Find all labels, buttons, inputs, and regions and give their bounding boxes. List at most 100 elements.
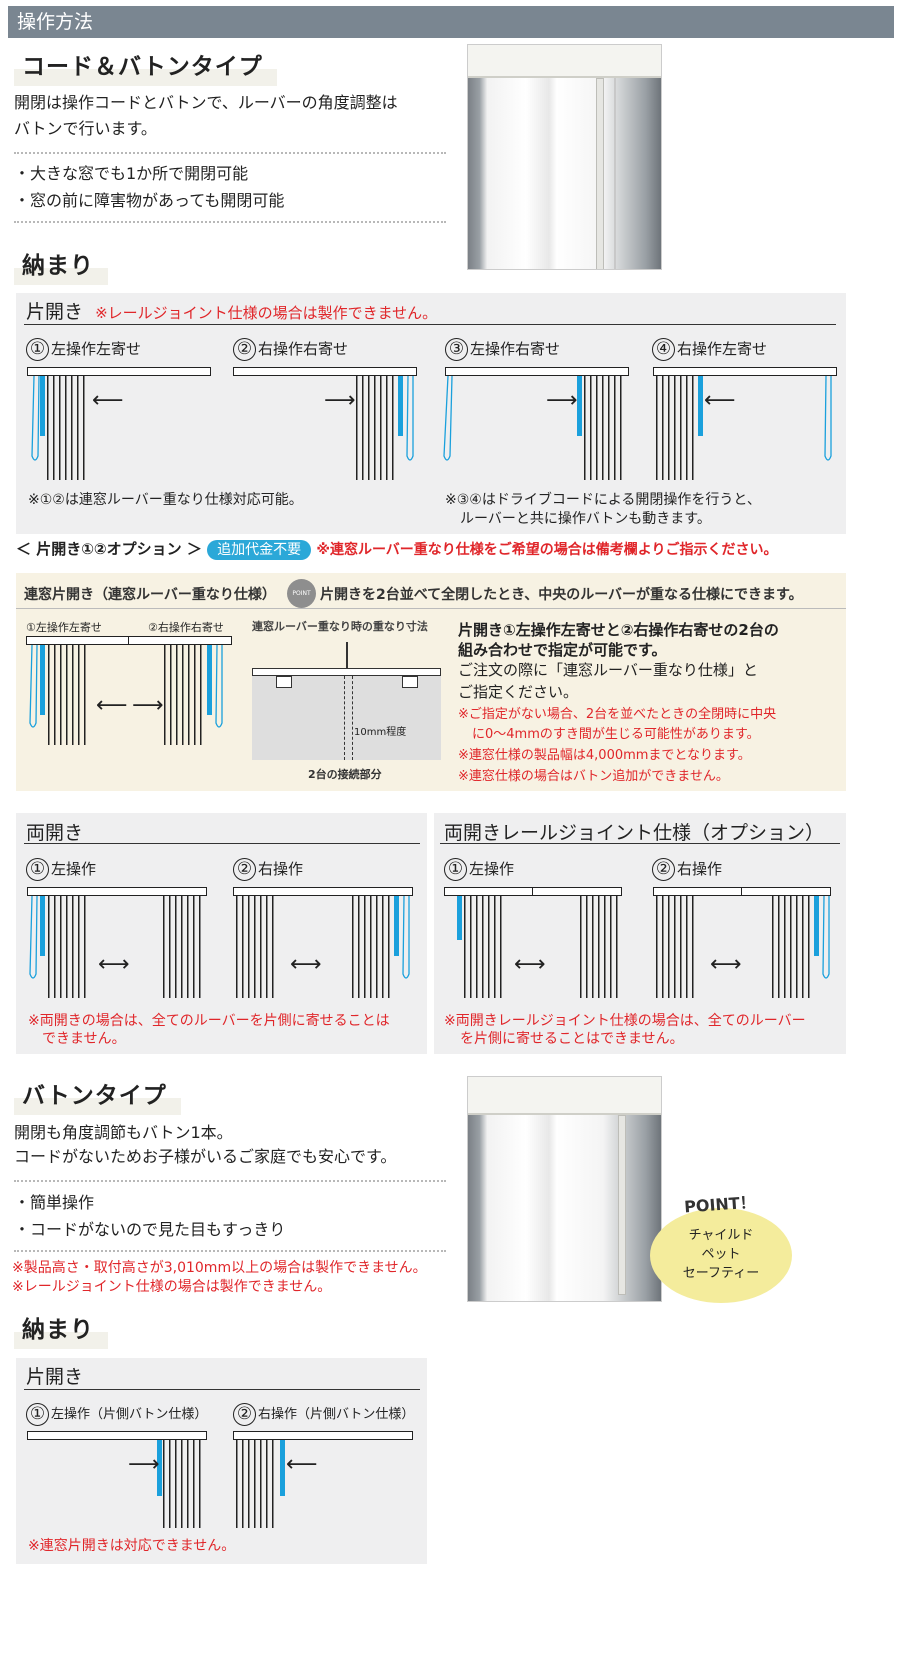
louvers: [47, 376, 89, 480]
option-red-4: ※連窓仕様の場合はバトン追加ができません。: [458, 769, 729, 784]
panel-divider: [24, 843, 420, 844]
double-joint-title: 両開きレールジョイント仕様（オプション）: [444, 822, 825, 844]
baton: [457, 896, 462, 940]
option-box-title: 連窓片開き（連窓ルーバー重なり仕様）: [24, 587, 276, 603]
baton-type-desc-1: 開閉も角度調節もバトン1本。: [14, 1123, 233, 1142]
louvers: [236, 896, 278, 998]
double-warning-1: ※両開きの場合は、全てのルーバーを片側に寄せることは: [28, 1013, 390, 1029]
rail: [532, 887, 622, 896]
bracket-line: [346, 642, 348, 668]
baton: [40, 645, 45, 715]
baton: [157, 1440, 162, 1496]
point-circle: [650, 1208, 792, 1303]
arrow-left-icon: ⟵: [92, 388, 124, 413]
baton: [814, 896, 819, 956]
point-line-3: セーフティー: [682, 1266, 760, 1281]
baton: [207, 645, 212, 715]
point-line-1: チャイルド: [688, 1228, 754, 1243]
option-desc-bold-2: 組み合わせで指定が可能です。: [458, 641, 667, 659]
rail: [233, 367, 417, 376]
arrow-left-icon: ⟵: [96, 693, 128, 718]
double-arrow-icon: ⟷: [514, 952, 546, 977]
cord: [402, 896, 410, 979]
single-open-panel-2: [16, 1358, 427, 1564]
baton-type-warning-1: ※製品高さ・取付高さが3,010mm以上の場合は製作できません。: [12, 1260, 427, 1276]
divider: [14, 152, 446, 154]
baton-type-bullet-1: ・簡単操作: [14, 1193, 95, 1212]
option-bar: ＜ 片開き①②オプション ＞ 追加代金不要 ※連窓ルーバー重なり仕様をご希望の場…: [16, 538, 778, 560]
panel-divider: [24, 324, 836, 325]
carrier: [402, 676, 418, 688]
double-open-title: 両開き: [26, 822, 84, 844]
rail: [653, 367, 837, 376]
rail: [233, 887, 413, 896]
cord: [824, 376, 832, 461]
arrow-right-icon: ⟶: [546, 388, 578, 413]
baton: [40, 896, 45, 956]
arrow-left-icon: ⟵: [704, 388, 736, 413]
cord-baton-photo: [467, 44, 662, 270]
single2-note: ※連窓片開きは対応できません。: [28, 1538, 236, 1554]
rail: [233, 1431, 413, 1440]
option-red-2: に0～4mmのすき間が生じる可能性があります。: [472, 727, 760, 742]
cord: [443, 376, 453, 461]
single-open-panel: [16, 293, 846, 534]
point-line-2: ペット: [701, 1247, 741, 1262]
louvers: [656, 896, 698, 998]
louvers: [164, 645, 206, 745]
baton: [398, 376, 403, 436]
double-joint-warning-1: ※両開きレールジョイント仕様の場合は、全てのルーバー: [444, 1013, 806, 1029]
cord: [29, 896, 38, 979]
extra-charge-pill: 追加代金不要: [207, 540, 312, 560]
option-point-text: 片開きを2台並べて全閉したとき、中央のルーバーが重なる仕様にできます。: [320, 587, 803, 603]
single-note-right-1: ※③④はドライブコードによる開閉操作を行うと、: [445, 492, 761, 508]
option-warning: ※連窓ルーバー重なり仕様をご希望の場合は備考欄よりご指示ください。: [316, 542, 778, 558]
single-open-label: 片開き: [26, 301, 84, 323]
point-badge-icon: POINT: [287, 579, 316, 608]
panel-divider: [440, 843, 840, 844]
carrier: [276, 676, 292, 688]
louvers: [584, 376, 626, 480]
option-desc-bold-1: 片開き①左操作左寄せと②右操作右寄せの2台の: [458, 621, 779, 639]
rail: [27, 367, 211, 376]
double-joint-warning-2: を片側に寄せることはできません。: [460, 1031, 684, 1047]
louvers: [352, 896, 394, 998]
single-open-warning: ※レールジョイント仕様の場合は製作できません。: [95, 304, 438, 322]
panel-divider: [24, 1389, 420, 1390]
divider: [14, 1180, 446, 1182]
osamari-title: 納まり: [14, 243, 108, 285]
cord-baton-bullet-2: ・窓の前に障害物があっても開閉可能: [14, 191, 285, 210]
arrow-left-icon: ⟵: [286, 1452, 318, 1477]
option-desc-1: ご注文の際に「連窓ルーバー重なり仕様」と: [458, 661, 758, 679]
baton: [577, 376, 582, 436]
rail: [27, 1431, 207, 1440]
cord: [29, 645, 38, 728]
cord-baton-title: コード＆バトンタイプ: [14, 44, 277, 86]
baton: [280, 1440, 285, 1496]
rail: [27, 887, 207, 896]
point-text: チャイルド ペット セーフティー: [650, 1226, 792, 1283]
overlap-diagram-title: 連窓ルーバー重なり時の重なり寸法: [252, 620, 428, 633]
double-arrow-icon: ⟷: [290, 952, 322, 977]
option-desc-2: ご指定ください。: [458, 683, 579, 701]
baton-type-photo: [467, 1076, 662, 1302]
cord: [822, 896, 830, 979]
single-open-title-2: 片開き: [26, 1366, 84, 1388]
rail: [741, 887, 831, 896]
rail: [445, 367, 629, 376]
divider: [14, 1250, 446, 1252]
baton-type-bullet-2: ・コードがないので見た目もすっきり: [14, 1220, 286, 1239]
option-left-label: ①左操作左寄せ: [26, 621, 102, 634]
louvers: [48, 645, 90, 745]
baton: [40, 376, 45, 436]
cord-baton-bullet-1: ・大きな窓でも1か所で開閉可能: [14, 164, 249, 183]
louvers: [772, 896, 814, 998]
